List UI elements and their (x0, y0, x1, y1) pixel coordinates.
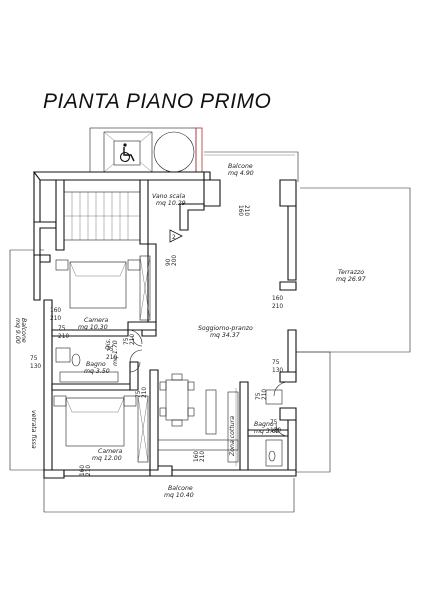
dim-4-w: 160 (50, 308, 61, 314)
vano-scala-name: Vano scala (152, 193, 185, 200)
dim-2-w: 90 (166, 258, 172, 266)
dis-name: Dis. (105, 338, 112, 350)
dim-13-h: 210 (86, 465, 92, 476)
balcone-left-name: Balcone (20, 318, 27, 343)
room-labels: Balcone mq 4.90 Vano scala mq 10.29 Terr… (14, 163, 366, 499)
terrazzo-area: mq 26.97 (336, 276, 366, 283)
bathroom-1-fixtures (55, 329, 143, 383)
soggiorno-name: Soggiorno-pranzo (198, 325, 253, 332)
dim-10-h: 130 (270, 428, 281, 434)
bagno-1-name: Bagno (86, 361, 106, 368)
vano-scala-area: mq 10.29 (156, 200, 186, 207)
terrazzo-name: Terrazzo (338, 269, 364, 276)
dim-3-h: 210 (272, 304, 283, 310)
stair-marker: 2 (172, 235, 176, 241)
dimension-labels: 160 210 90 200 160 210 160 210 75 210 75… (30, 205, 283, 476)
dim-7-h: 210 (106, 355, 117, 361)
dim-4-h: 210 (50, 316, 61, 322)
dim-2-h: 200 (172, 255, 178, 266)
dim-11-w: 75 (256, 392, 262, 400)
bagno-2-area: mq 3.62 (254, 428, 280, 435)
dim-6-h: 130 (30, 364, 41, 370)
dim-3-w: 160 (272, 296, 283, 302)
door-swings (129, 335, 143, 373)
dim-1-h: 210 (243, 205, 249, 216)
dim-5-w: 75 (124, 337, 130, 345)
balcony-bottom (43, 470, 295, 513)
wheelchair-icon (113, 140, 141, 166)
dim-5-h: 210 (130, 334, 136, 345)
balcony-top (204, 151, 299, 182)
dis-area: mq 1.70 (112, 340, 119, 366)
dim-14-w: 75 (58, 326, 66, 332)
camera-1-name: Camera (84, 317, 108, 324)
kitchen-counter (157, 388, 239, 466)
camera-1-area: mq 10.30 (78, 324, 108, 331)
dim-8-w: 75 (272, 360, 280, 366)
page-title: PIANTA PIANO PRIMO (43, 90, 271, 113)
dim-9-w: 75 (136, 390, 142, 398)
dim-6-w: 75 (30, 356, 38, 362)
dining-table (159, 373, 195, 427)
dim-8-h: 130 (272, 368, 283, 374)
camera-2-area: mq 12.00 (92, 455, 122, 462)
dim-10-w: 75 (270, 420, 278, 426)
zona-cottura-label: Zona cottura (228, 416, 236, 457)
bed-1 (55, 255, 151, 321)
bathroom-2-fixtures (265, 381, 289, 467)
stair-shaft (55, 179, 205, 251)
balcone-top-area: mq 4.90 (228, 170, 254, 177)
dim-11-h: 210 (262, 389, 268, 400)
exterior-walls (32, 171, 297, 479)
camera-2-name: Camera (98, 448, 122, 455)
bagno-1-area: mq 3.50 (84, 368, 110, 375)
dim-12-w: 160 (194, 451, 200, 462)
terrace (296, 187, 411, 473)
dim-13-w: 160 (80, 465, 86, 476)
dim-14-h: 210 (58, 334, 69, 340)
bed-2 (53, 395, 149, 463)
vetrata-label: vetrata fissa (30, 410, 38, 449)
balcone-bottom-name: Balcone (168, 485, 193, 492)
dim-7-w: 75 (106, 347, 114, 353)
dim-1-w: 160 (237, 205, 243, 216)
lift-block (89, 127, 203, 177)
balcone-top-name: Balcone (228, 163, 253, 170)
dim-9-h: 210 (142, 387, 148, 398)
bagno-2-name: Bagno (254, 421, 274, 428)
stair-arrow-icon: 2 (169, 229, 183, 243)
balcone-bottom-area: mq 10.40 (164, 492, 194, 499)
dim-12-h: 210 (200, 451, 206, 462)
interior-walls (51, 243, 289, 471)
soggiorno-area: mq 34.37 (210, 332, 240, 339)
balcone-left-area: mq 9.00 (14, 318, 21, 344)
